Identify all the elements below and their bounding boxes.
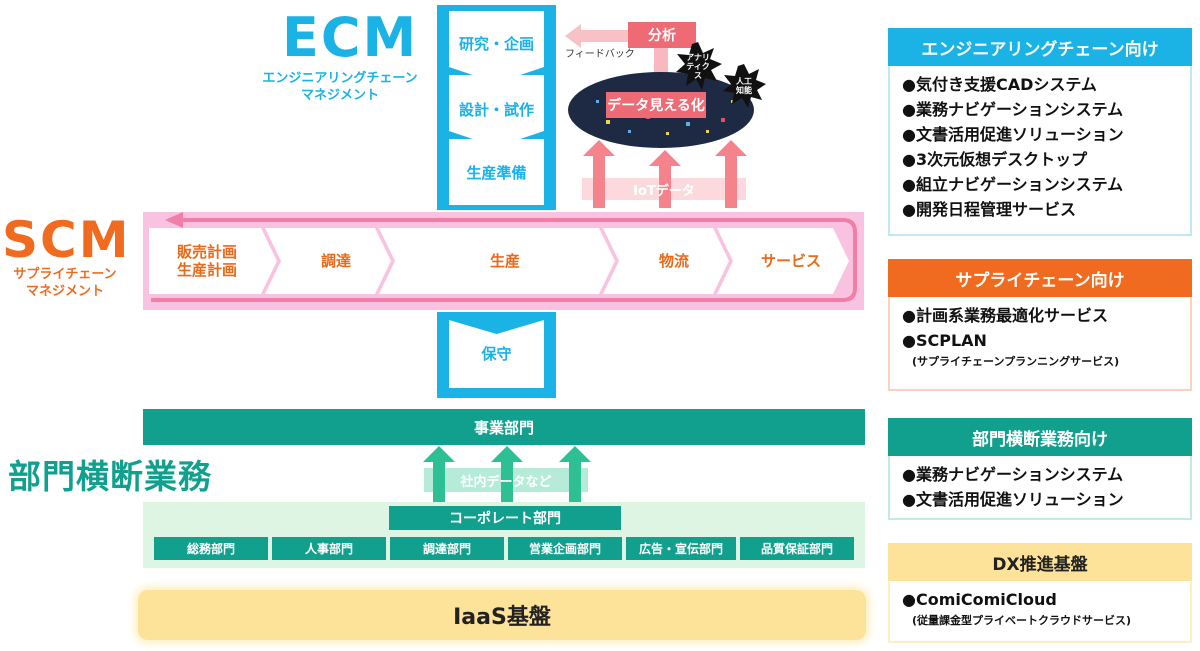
scm-flow — [149, 212, 857, 302]
analytics-badge-shape — [676, 42, 722, 90]
supply-list: ●計画系業務最適化サービス ●SCPLAN (サプライチェーンプランニングサービ… — [888, 297, 1192, 391]
crossdept-header: 部門横断業務向け — [888, 418, 1192, 456]
ecm-stage-arrows — [449, 11, 544, 205]
engineering-item: ●開発日程管理サービス — [902, 200, 1076, 219]
maintenance-label: 保守 — [481, 344, 512, 363]
scm-stage-procurement: 調達 — [320, 252, 351, 270]
iot-arrows — [583, 140, 747, 208]
supply-header: サプライチェーン向け — [888, 259, 1192, 297]
scm-stage-production: 生産 — [489, 252, 520, 270]
engineering-item: ●組立ナビゲーションシステム — [902, 175, 1124, 194]
supply-note: (サプライチェーンプランニングサービス) — [912, 355, 1120, 368]
dx-list: ●ComiComiCloud (従量課金型プライベートクラウドサービス) — [888, 581, 1192, 643]
crossdept-list: ●業務ナビゲーションシステム ●文書活用促進ソリューション — [888, 456, 1192, 520]
ecm-subtitle-line1: エンジニアリングチェーン — [262, 71, 418, 86]
ecm-stage-research: 研究・企画 — [458, 34, 534, 53]
dept-general-affairs: 総務部門 — [154, 537, 268, 560]
dept-advertising: 広告・宣伝部門 — [626, 537, 736, 560]
ecm-stage-production-prep: 生産準備 — [466, 163, 527, 182]
dx-note: (従量課金型プライベートクラウドサービス) — [912, 614, 1132, 627]
ai-badge-shape — [723, 64, 766, 108]
supply-item: ●SCPLAN — [902, 331, 987, 350]
dx-item: ●ComiComiCloud — [902, 590, 1057, 609]
internal-data-arrows — [423, 446, 591, 504]
analytics-badge: アナリティクス — [686, 52, 710, 80]
scm-subtitle-line1: サプライチェーン — [13, 267, 117, 282]
dx-header: DX推進基盤 — [888, 543, 1192, 581]
internal-data-label: 社内データなど — [460, 474, 552, 490]
feedback-arrow — [565, 24, 640, 48]
engineering-item: ●3次元仮想デスクトップ — [902, 150, 1088, 169]
business-unit-bar: 事業部門 — [143, 409, 865, 445]
engineering-item: ●業務ナビゲーションシステム — [902, 100, 1124, 119]
ecm-stage-design: 設計・試作 — [458, 100, 534, 119]
maintenance-arrow — [449, 320, 544, 388]
dept-procurement: 調達部門 — [390, 537, 504, 560]
engineering-item: ●気付き支援CADシステム — [902, 75, 1097, 94]
iot-data-label: IoTデータ — [633, 183, 695, 199]
crossdept-item: ●業務ナビゲーションシステム — [902, 465, 1124, 484]
engineering-list: ●気付き支援CADシステム ●業務ナビゲーションシステム ●文書活用促進ソリュー… — [888, 66, 1192, 236]
dept-quality: 品質保証部門 — [740, 537, 854, 560]
corporate-bar: コーポレート部門 — [389, 506, 621, 530]
ecm-subtitle: エンジニアリングチェーン マネジメント — [240, 70, 440, 104]
analysis-box: 分析 — [628, 22, 696, 48]
crossdept-item: ●文書活用促進ソリューション — [902, 490, 1124, 509]
feedback-label: フィードバック — [565, 49, 635, 60]
dept-title: 部門横断業務 — [8, 457, 212, 496]
dept-sales-planning: 営業企画部門 — [508, 537, 622, 560]
scm-subtitle: サプライチェーン マネジメント — [0, 266, 130, 300]
scm-stage-planning-line1: 販売計画 — [176, 243, 237, 261]
ai-badge: 人工知能 — [736, 77, 752, 95]
dept-hr: 人事部門 — [272, 537, 386, 560]
engineering-item: ●文書活用促進ソリューション — [902, 125, 1124, 144]
supply-item: ●計画系業務最適化サービス — [902, 306, 1108, 325]
ecm-title: ECM — [282, 6, 419, 69]
scm-stage-planning: 販売計画 生産計画 — [150, 228, 264, 294]
engineering-header: エンジニアリングチェーン向け — [888, 28, 1192, 66]
scm-subtitle-line2: マネジメント — [25, 284, 104, 299]
scm-stage-logistics: 物流 — [658, 252, 689, 270]
scm-title: SCM — [2, 211, 131, 269]
iaas-bar: IaaS基盤 — [138, 590, 866, 640]
scm-stage-service: サービス — [760, 252, 821, 270]
scm-stage-planning-line2: 生産計画 — [176, 261, 237, 279]
visualize-box: データ見える化 — [606, 92, 706, 118]
ecm-subtitle-line2: マネジメント — [300, 88, 379, 103]
